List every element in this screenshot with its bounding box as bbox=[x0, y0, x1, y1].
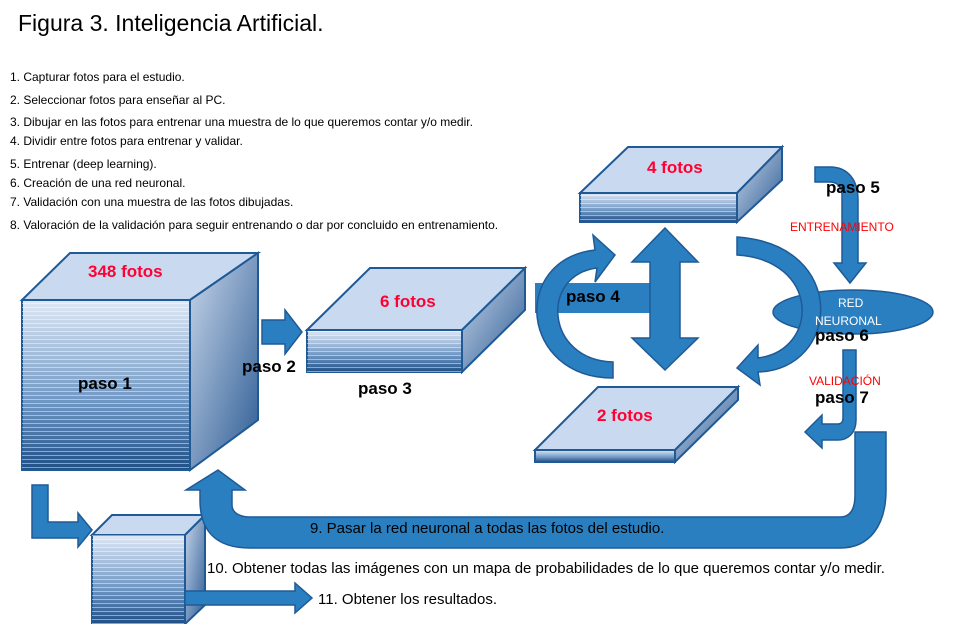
validation-label: VALIDACIÓN bbox=[809, 374, 881, 388]
arrow-step-11 bbox=[184, 581, 314, 615]
neuronal-label: NEURONAL bbox=[815, 314, 882, 328]
paso-7-label: paso 7 bbox=[815, 388, 869, 407]
paso-2-label: paso 2 bbox=[242, 357, 296, 376]
count-4: 4 fotos bbox=[647, 158, 703, 177]
training-label: ENTRENAMIENTO bbox=[790, 220, 894, 234]
arrow-paso-5 bbox=[814, 166, 868, 285]
step-11-label: 11. Obtener los resultados. bbox=[318, 591, 497, 608]
red-label: RED bbox=[838, 296, 864, 310]
count-6: 6 fotos bbox=[380, 292, 436, 311]
step-9-label: 9. Pasar la red neuronal a todas las fot… bbox=[310, 520, 665, 537]
stack-4-box bbox=[577, 144, 785, 225]
step-item: 2. Seleccionar fotos para enseñar al PC. bbox=[10, 93, 226, 107]
paso-5-label: paso 5 bbox=[826, 178, 880, 197]
arrow-paso-2 bbox=[261, 307, 303, 357]
step-item: 3. Dibujar en las fotos para entrenar un… bbox=[10, 115, 473, 129]
count-348: 348 fotos bbox=[88, 262, 163, 281]
paso-1-label: paso 1 bbox=[78, 374, 132, 393]
step-item: 1. Capturar fotos para el estudio. bbox=[10, 70, 185, 84]
double-arrow-icon bbox=[630, 226, 700, 372]
step-item: 6. Creación de una red neuronal. bbox=[10, 176, 186, 190]
arrow-step-9 bbox=[183, 431, 887, 549]
step-item: 4. Dividir entre fotos para entrenar y v… bbox=[10, 134, 243, 148]
step-item: 8. Valoración de la validación para segu… bbox=[10, 218, 499, 232]
figure-title: Figura 3. Inteligencia Artificial. bbox=[18, 10, 324, 36]
paso-3-label: paso 3 bbox=[358, 379, 412, 398]
arrow-step-10 bbox=[31, 484, 93, 550]
curved-arrow-left bbox=[536, 233, 617, 379]
paso-4-label: paso 4 bbox=[566, 287, 620, 306]
step-item: 7. Validación con una muestra de las fot… bbox=[10, 195, 294, 209]
paso-6-label: paso 6 bbox=[815, 326, 869, 345]
arrow-paso-7 bbox=[803, 349, 857, 450]
stack-2-box bbox=[532, 384, 741, 465]
curved-arrow-right bbox=[735, 236, 822, 387]
step-10-label: 10. Obtener todas las imágenes con un ma… bbox=[207, 560, 885, 577]
stack-348-cube bbox=[19, 251, 262, 472]
results-cube bbox=[89, 512, 208, 624]
stack-6-box bbox=[304, 265, 528, 375]
count-2: 2 fotos bbox=[597, 406, 653, 425]
step-item: 5. Entrenar (deep learning). bbox=[10, 157, 157, 171]
